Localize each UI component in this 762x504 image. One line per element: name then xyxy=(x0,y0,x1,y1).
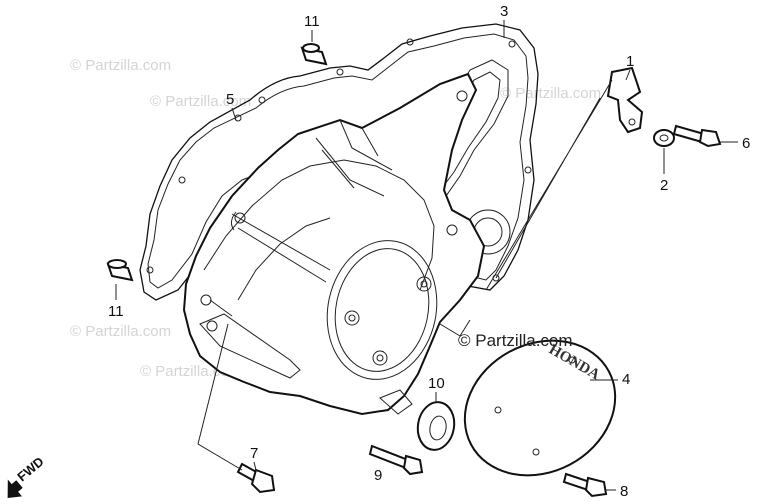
callout-2: 2 xyxy=(660,177,668,194)
callout-6: 6 xyxy=(742,135,750,152)
bracket xyxy=(606,66,644,134)
callouts: 1 2 3 4 5 6 7 8 9 10 11 11 xyxy=(108,3,750,500)
callout-11-upper: 11 xyxy=(304,13,320,30)
callout-8: 8 xyxy=(620,483,628,500)
bolt-6 xyxy=(672,124,722,148)
forward-indicator: FWD xyxy=(7,454,47,498)
callout-9: 9 xyxy=(374,467,382,484)
callout-7: 7 xyxy=(250,445,258,462)
bolt-9 xyxy=(368,444,424,476)
forward-arrow-icon xyxy=(7,479,23,498)
washer xyxy=(653,129,675,147)
watermark: © Partzilla.com xyxy=(70,57,171,74)
callout-4: 4 xyxy=(622,371,630,388)
center-watermark: © Partzilla.com xyxy=(458,331,573,350)
watermark-layer: © Partzilla.com © Partzilla.com © Partzi… xyxy=(70,57,601,380)
left-crankcase-cover xyxy=(182,72,486,416)
callout-5: 5 xyxy=(226,91,234,108)
forward-label: FWD xyxy=(14,454,46,485)
dowel-pin-upper xyxy=(300,43,328,66)
dowel-pin-lower xyxy=(106,259,134,282)
callout-3: 3 xyxy=(500,3,508,20)
bolt-7 xyxy=(236,462,276,494)
callout-10: 10 xyxy=(428,375,445,392)
bolt-8 xyxy=(562,472,608,498)
leader-bolt-7 xyxy=(197,299,243,471)
watermark: © Partzilla.com xyxy=(70,323,171,340)
oil-seal xyxy=(416,401,456,451)
watermark: © Partzilla.com xyxy=(150,93,251,110)
callout-1: 1 xyxy=(626,53,634,70)
gasket xyxy=(139,23,539,301)
leader-bracket xyxy=(485,79,613,291)
watermark: © Partzilla.com xyxy=(500,85,601,102)
callout-11-lower: 11 xyxy=(108,303,124,320)
